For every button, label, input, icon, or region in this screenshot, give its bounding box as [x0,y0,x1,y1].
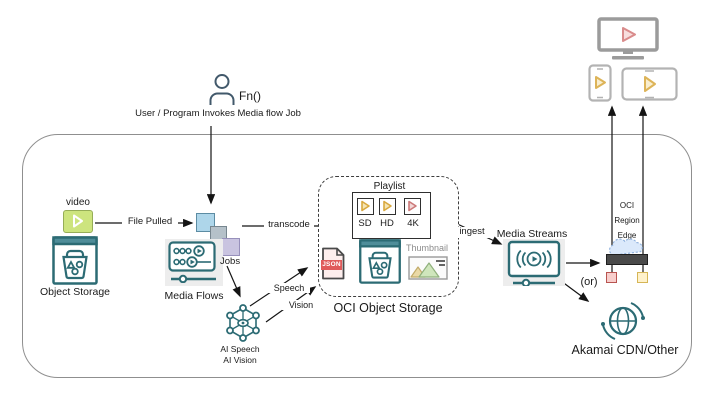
thumbnail-label: Thumbnail [405,243,449,253]
playlist-label: Playlist [373,181,406,192]
edge-endpoint-yellow [637,272,648,283]
rendition-4k-label: 4K [407,218,419,229]
bucket-icon [357,239,403,284]
rendition-sd-label: SD [358,218,372,229]
edge-label-line2: Region [614,216,640,225]
ingest-label: ingest [452,226,492,238]
jobs-label: Jobs [220,256,241,267]
transcode-label: transcode [264,219,314,231]
media-streams-icon [503,239,565,288]
fn-label: Fn() [239,89,261,103]
ai-services-icon [224,304,262,342]
or-label: (or) [580,276,598,288]
user-icon [207,73,237,106]
akamai-cdn-label: Akamai CDN/Other [571,343,679,357]
playlist-sd-icon [357,198,374,215]
tv-icon [597,17,659,61]
oci-object-storage-label: OCI Object Storage [333,301,443,315]
media-flows-icon [165,239,223,286]
video-label: video [66,197,90,208]
tablet-icon [621,67,678,101]
edge-label-line3: Edge [617,231,637,240]
ai-vision-label: AI Vision [223,355,257,365]
edge-label-line1: OCI [619,201,635,210]
edge-node-bar [606,254,648,265]
video-file-icon [63,210,93,233]
json-file-icon: JSON [321,247,345,280]
edge-endpoint-pink [606,272,617,283]
vision-label: Vision [282,300,320,311]
phone-icon [588,64,612,102]
playlist-hd-icon [379,198,396,215]
file-pulled-label: File Pulled [122,216,178,228]
media-flows-label: Media Flows [164,290,224,302]
json-badge: JSON [321,260,342,270]
playlist-box: SD HD 4K [352,192,431,239]
object-storage-label: Object Storage [39,286,111,298]
playlist-4k-icon [404,198,421,215]
thumbnail-image-icon [408,256,448,280]
edge-cloud-icon [605,237,649,256]
object-storage-icon [52,236,98,285]
invoke-caption: User / Program Invokes Media flow Job [135,108,301,119]
media-streams-label: Media Streams [496,228,568,240]
cdn-globe-icon [597,297,649,345]
speech-label: Speech [268,283,310,294]
rendition-hd-label: HD [380,218,394,229]
ai-speech-label: AI Speech [220,344,260,354]
job-square-purple [222,238,240,256]
